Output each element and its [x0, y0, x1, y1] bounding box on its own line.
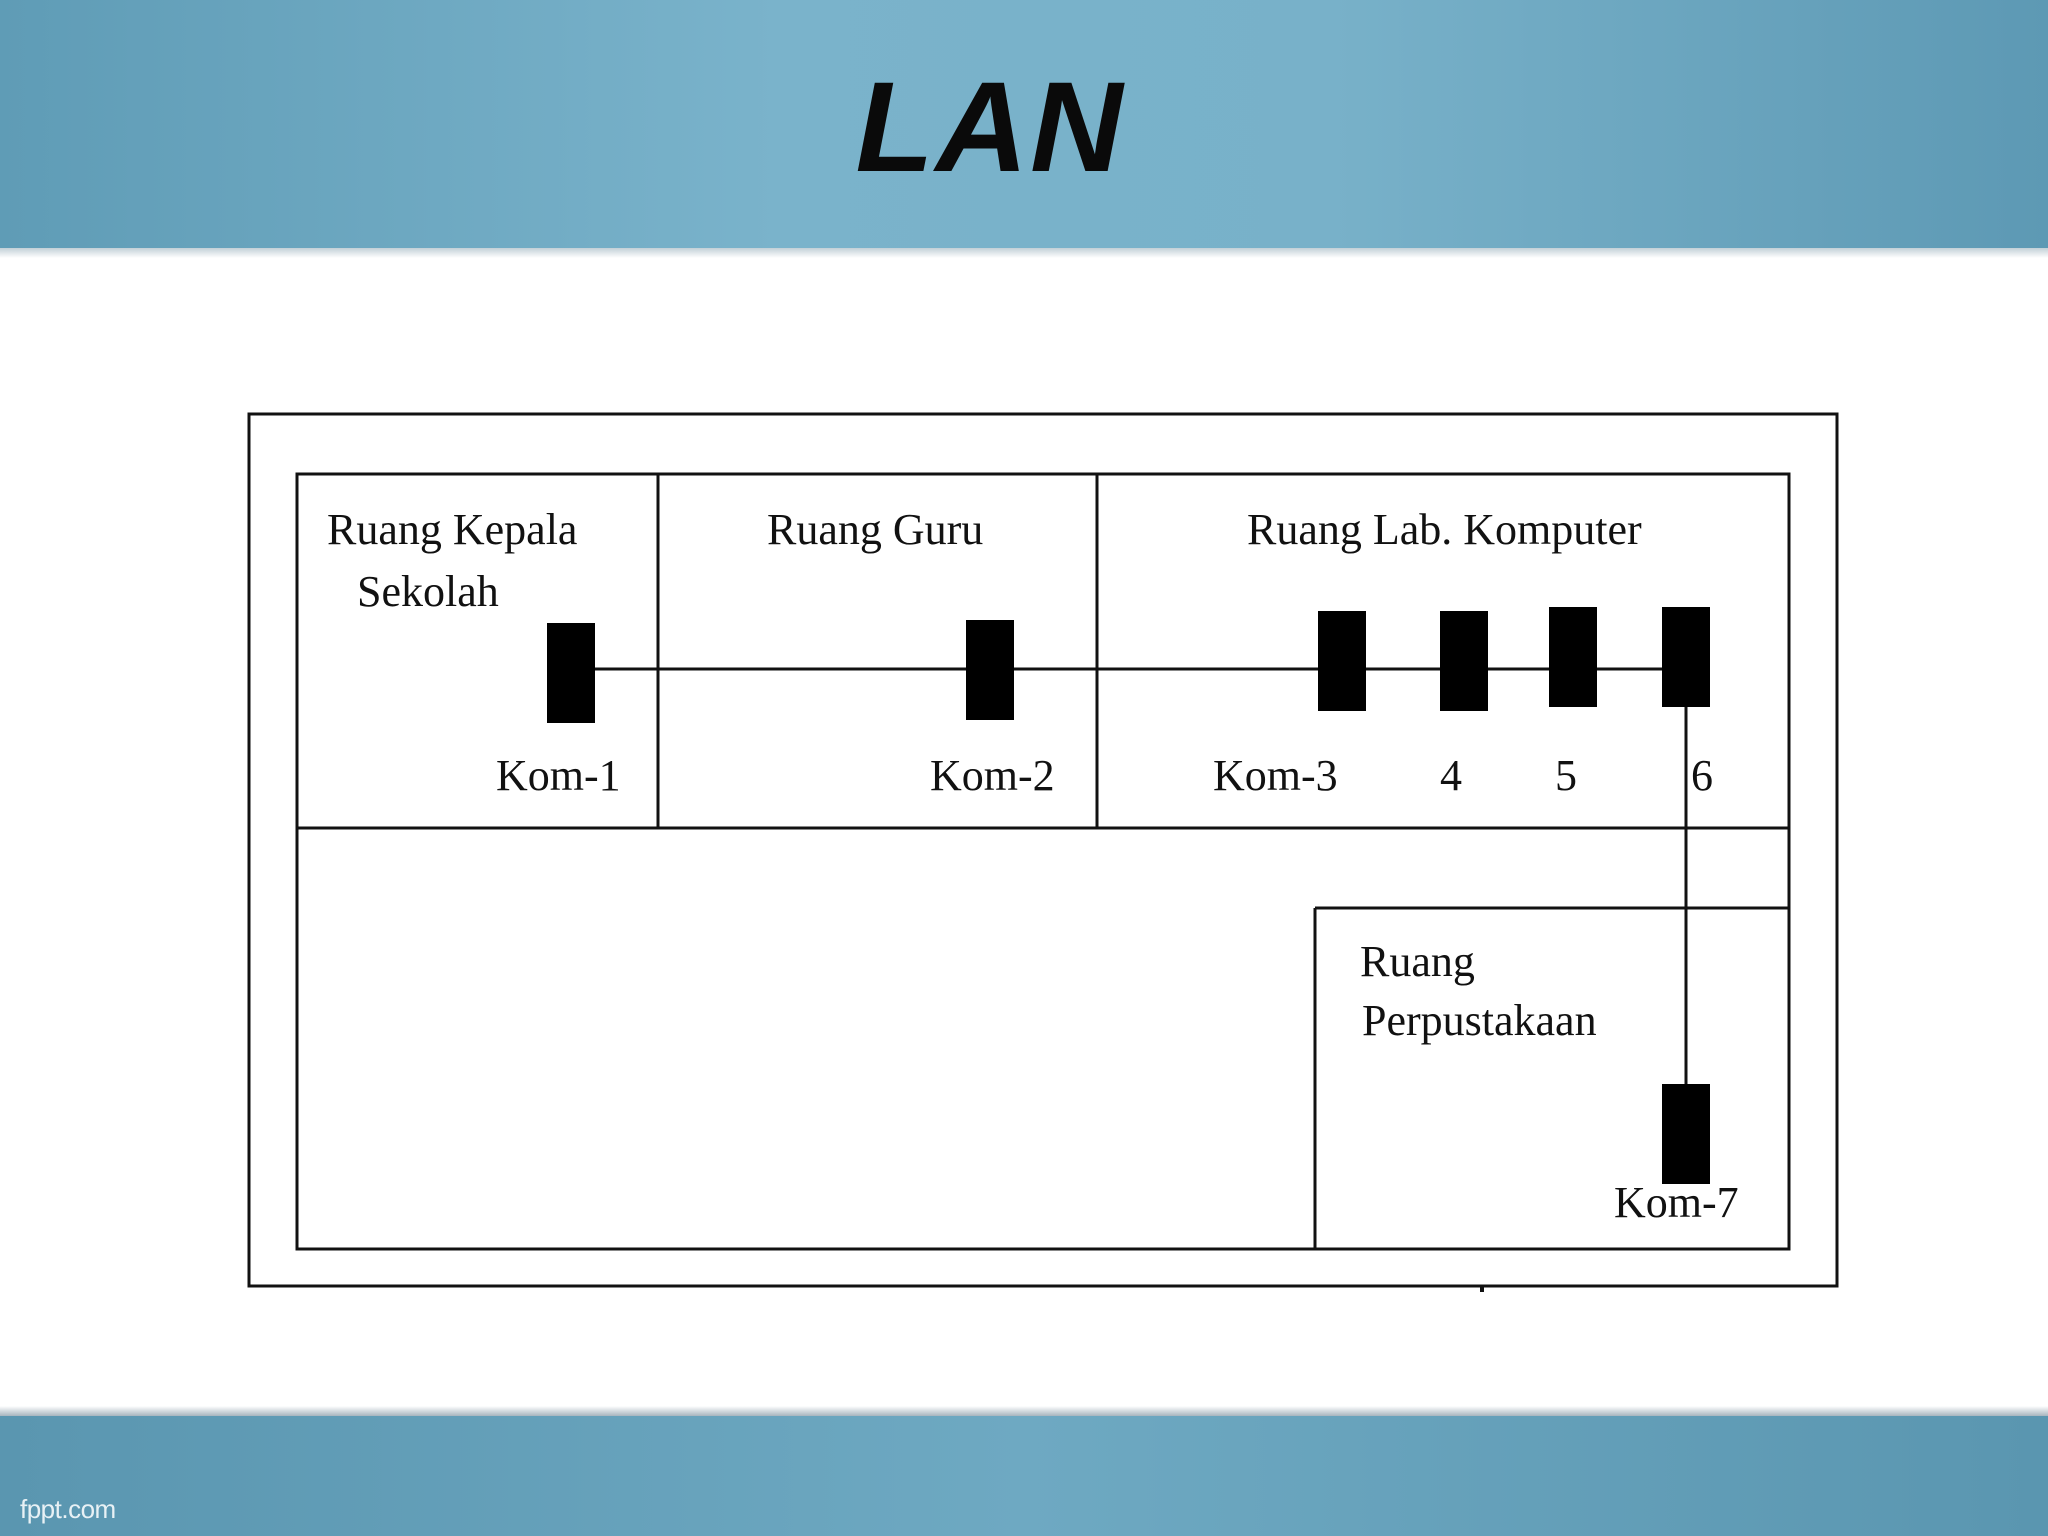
computer-kom5	[1549, 607, 1597, 707]
computer-kom3	[1318, 611, 1366, 711]
computer-kom2	[966, 620, 1014, 720]
room-kepala-label-line2: Sekolah	[357, 567, 499, 616]
room-perpus-label-line2: Perpustakaan	[1362, 996, 1597, 1045]
room-perpus-label-line1: Ruang	[1360, 937, 1475, 986]
computer-kom6	[1662, 607, 1710, 707]
computer-kom7	[1662, 1084, 1710, 1184]
computer-kom6-label: 6	[1691, 751, 1713, 800]
footer-shadow	[0, 1406, 2048, 1416]
computer-kom5-label: 5	[1555, 751, 1577, 800]
computer-kom1	[547, 623, 595, 723]
footer-band	[0, 1416, 2048, 1536]
computer-kom4-label: 4	[1440, 751, 1462, 800]
header-band	[0, 0, 2048, 248]
computer-kom3-label: Kom-3	[1213, 751, 1338, 800]
room-lab-label: Ruang Lab. Komputer	[1247, 505, 1642, 554]
room-kepala-label-line1: Ruang Kepala	[327, 505, 577, 554]
room-guru-label: Ruang Guru	[767, 505, 983, 554]
frame-tick-mark	[1480, 1286, 1484, 1292]
computer-kom1-label: Kom-1	[496, 751, 621, 800]
computer-kom7-label: Kom-7	[1614, 1178, 1739, 1227]
brand-watermark: fppt.com	[20, 1494, 116, 1524]
building-outline	[295, 472, 1791, 1251]
outer-frame	[247, 412, 1839, 1288]
header-shadow	[0, 248, 2048, 258]
slide-title: LAN	[855, 56, 1125, 199]
computer-kom4	[1440, 611, 1488, 711]
computer-kom2-label: Kom-2	[930, 751, 1055, 800]
